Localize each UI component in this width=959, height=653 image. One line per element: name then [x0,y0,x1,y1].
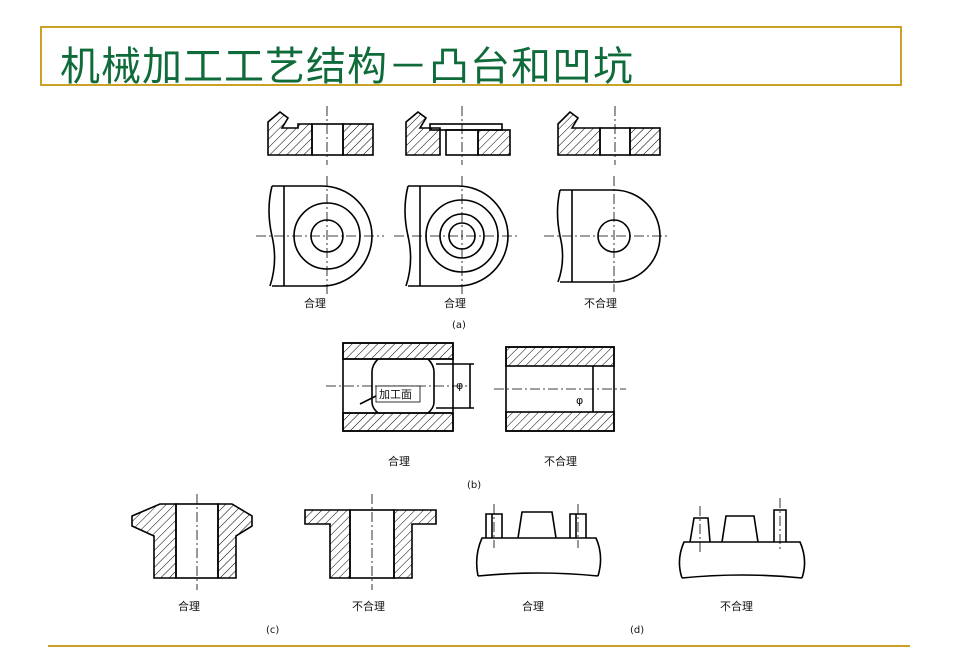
figure-a3-label: 不合理 [584,296,617,310]
figure-b-caption: (b) [467,480,481,491]
figure-a1-plan [256,176,384,296]
figure-b1-drawing [326,342,474,432]
figure-a2-plan [394,176,520,296]
figure-d1-label: 合理 [522,599,544,613]
figure-c-caption: (c) [266,625,279,636]
figure-c1-label: 合理 [178,599,200,613]
machined-surface-annotation: 加工面 [379,388,412,401]
figure-a3-plan [544,176,670,292]
figure-d-caption: (d) [630,625,644,636]
figure-b2-diameter: φ [576,394,583,407]
bottom-rule [48,645,910,647]
figure-b2-drawing [494,346,626,432]
figure-d: 合理 不合理 (d) [475,498,806,636]
figure-a3-section [557,106,661,165]
figure-b2-label: 不合理 [544,454,577,468]
title-frame: 机械加工工艺结构－凸台和凹坑 [40,26,902,90]
figure-a2-label: 合理 [444,296,466,310]
figure-b1-diameter: φ [456,379,463,392]
figure-a1-label: 合理 [304,296,326,310]
figure-a: 合理 合理 不合理 (a) [256,106,670,331]
figure-c2-label: 不合理 [352,599,385,613]
figure-c1-drawing [131,494,253,590]
figure-d1-drawing [475,504,602,577]
figure-d2-drawing [678,498,806,579]
figure-a-caption: (a) [452,320,466,331]
figure-b1-label: 合理 [388,454,410,468]
figure-a1-section [267,106,374,165]
figure-a2-section [405,106,511,165]
figure-c2-drawing [304,494,437,590]
figure-c: 合理 不合理 (c) [131,494,437,636]
slide-title: 机械加工工艺结构－凸台和凹坑 [60,44,634,90]
figure-d2-label: 不合理 [720,599,753,613]
figure-b: 加工面 φ φ 合理 不合理 (b) [326,342,626,491]
